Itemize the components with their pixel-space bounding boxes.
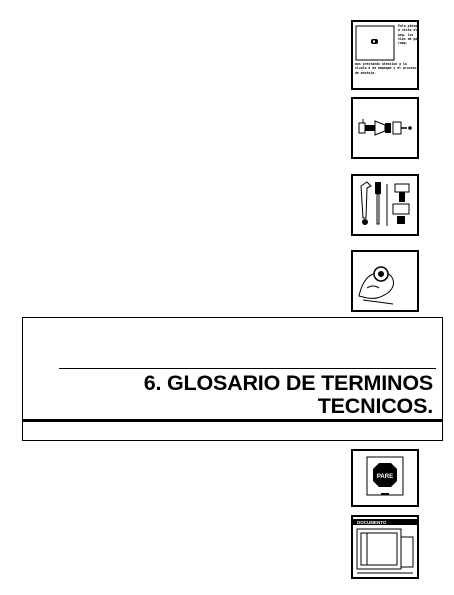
thumbnail-hand-part: [351, 250, 419, 312]
document-header-text: DOCUMENTO: [357, 520, 387, 525]
section-title-line2: TECNICOS.: [317, 394, 433, 418]
valve-parts-icon: [358, 119, 412, 136]
thumbnail-tools: [351, 174, 419, 236]
manual-page-illustration: [355, 25, 395, 61]
thumbnail-stop-sign: PARE: [351, 449, 419, 507]
banner-bottom-bar: [23, 419, 442, 422]
hand-holding-part-icon: [358, 266, 395, 305]
thumbnail-side-text: Pala pieza a vista el pag. los tips de g…: [398, 24, 418, 46]
banner-top-rule: [59, 368, 436, 369]
tools-icon: [360, 181, 410, 226]
thumbnail-document: DOCUMENTO: [351, 515, 419, 579]
section-banner: 6. GLOSARIO DE TERMINOS TECNICOS.: [22, 317, 443, 441]
thumbnail-valve-parts: [351, 97, 419, 159]
section-title: 6. GLOSARIO DE TERMINOS TECNICOS.: [93, 372, 433, 418]
stop-sign-icon: PARE: [366, 456, 404, 496]
document-icon: DOCUMENTO: [353, 519, 417, 574]
section-title-line1: 6. GLOSARIO DE TERMINOS: [143, 371, 433, 395]
stop-sign-text: PARE: [377, 474, 393, 480]
thumbnail-caption-text: mas prestando atencion a la vlvula a de …: [355, 62, 417, 75]
thumbnail-manual-page: Pala pieza a vista el pag. los tips de g…: [351, 20, 419, 90]
